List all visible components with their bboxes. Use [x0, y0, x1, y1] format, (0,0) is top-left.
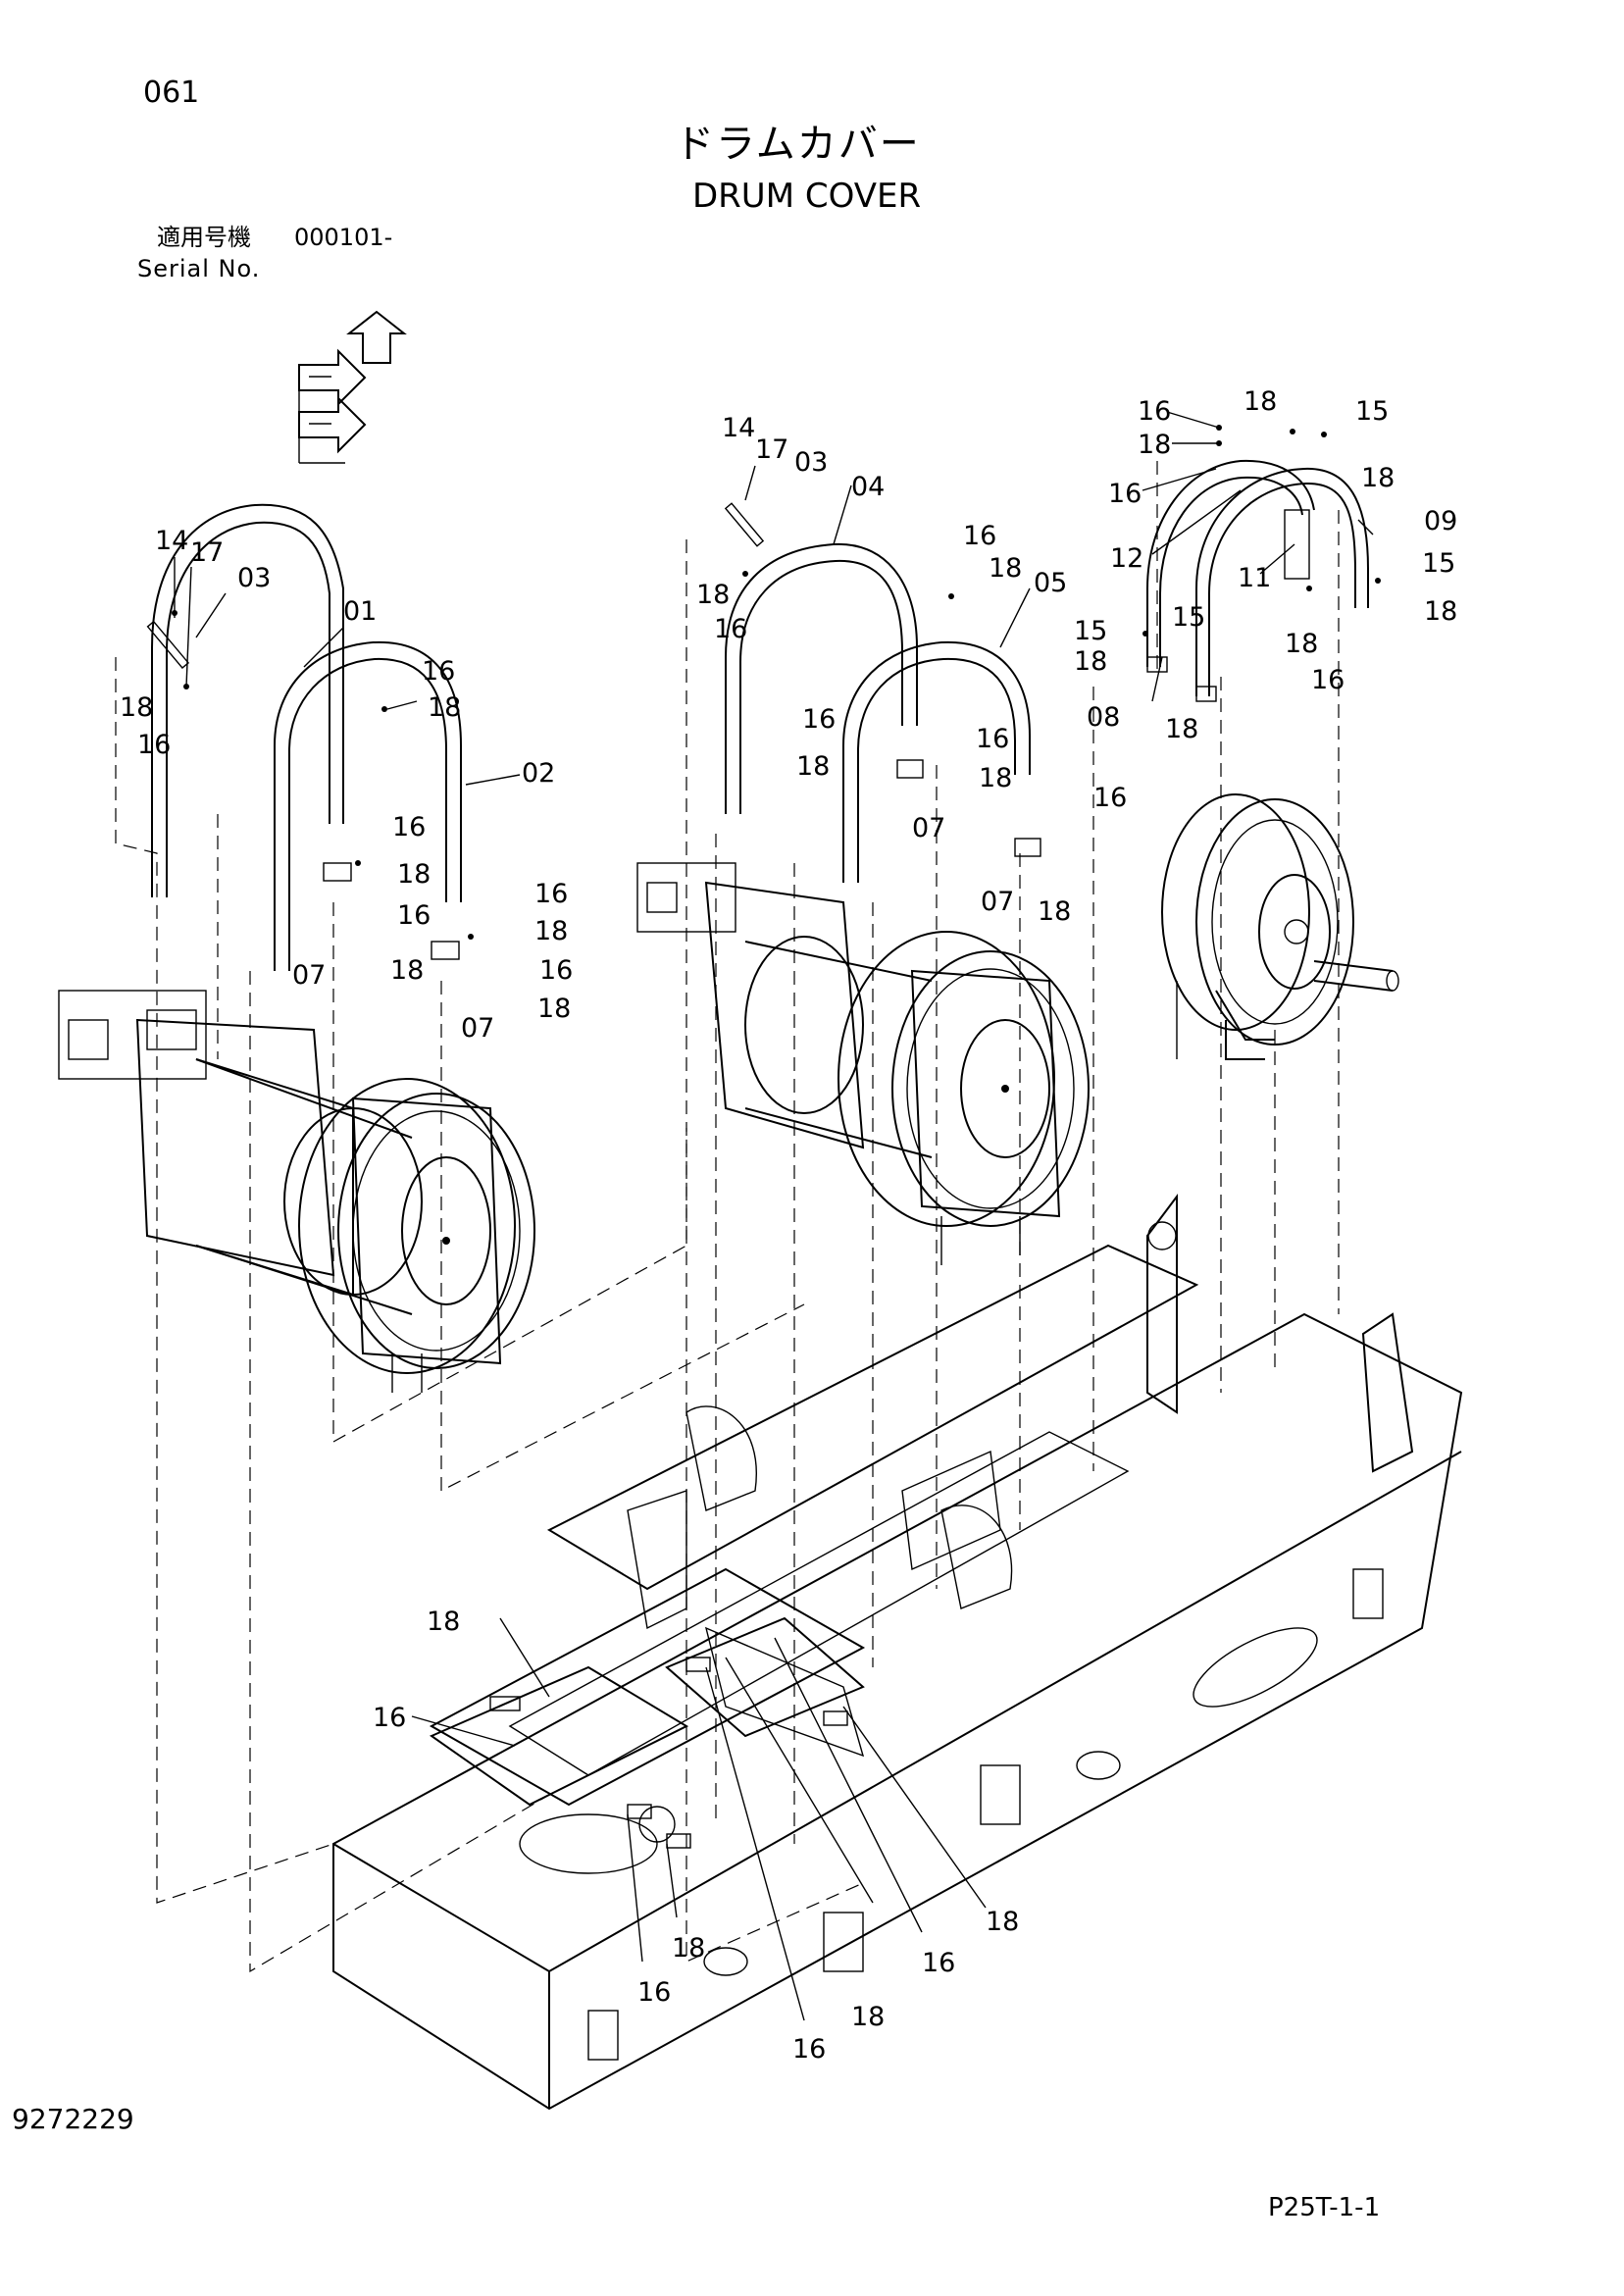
callout-16: 16	[802, 704, 836, 735]
page-title: DRUM COVER	[692, 177, 922, 216]
callout-17: 17	[755, 434, 788, 465]
callout-16: 16	[792, 2034, 826, 2065]
callout-16: 16	[1093, 783, 1127, 813]
callout-16: 16	[714, 614, 747, 644]
callout-15: 15	[1422, 548, 1455, 579]
assembly-reference-lines	[115, 461, 1340, 1973]
callout-18: 18	[427, 1607, 460, 1637]
callout-15: 15	[1172, 602, 1205, 633]
page-reference: P25T-1-1	[1268, 2193, 1381, 2222]
callout-15: 15	[1355, 396, 1389, 427]
callout-18: 18	[1424, 596, 1457, 627]
page-number: 061	[143, 76, 200, 110]
callout-14: 14	[722, 413, 755, 443]
middle-drum-covers	[724, 502, 1041, 883]
callout-07: 07	[981, 887, 1014, 917]
right-drum-assembly	[1161, 793, 1399, 1060]
callout-08: 08	[1087, 702, 1120, 733]
base-frame	[332, 1194, 1463, 2111]
callout-18: 18	[851, 2002, 885, 2032]
callout-12: 12	[1110, 543, 1143, 574]
callout-07: 07	[461, 1013, 494, 1044]
callout-07: 07	[292, 960, 326, 991]
callout-18: 18	[1038, 896, 1071, 927]
callout-16: 16	[539, 955, 573, 986]
callout-16: 16	[1311, 665, 1345, 695]
callout-16: 16	[373, 1703, 406, 1733]
callout-18: 18	[796, 751, 830, 782]
callout-16: 16	[963, 521, 996, 551]
callout-16: 16	[137, 730, 171, 760]
right-drum-covers	[1142, 425, 1381, 702]
callout-18: 18	[1285, 629, 1318, 659]
callout-18: 18	[390, 955, 424, 986]
callout-18: 18	[1074, 646, 1107, 677]
callout-18: 18	[672, 1933, 705, 1964]
callout-18: 18	[1361, 463, 1395, 493]
callout-18: 18	[120, 692, 153, 723]
callout-16: 16	[534, 879, 568, 909]
callout-16: 16	[1138, 396, 1171, 427]
callout-18: 18	[986, 1907, 1019, 1937]
middle-drum-assembly	[636, 862, 1090, 1265]
callout-16: 16	[637, 1977, 671, 2008]
callout-18: 18	[979, 763, 1012, 793]
callout-05: 05	[1034, 568, 1067, 598]
callout-03: 03	[237, 563, 271, 593]
page-title-jp: ドラムカバー	[675, 122, 921, 167]
callout-09: 09	[1424, 506, 1457, 536]
callout-leader-lines	[174, 411, 1374, 2021]
callout-01: 01	[343, 596, 377, 627]
callout-18: 18	[1138, 430, 1171, 460]
callout-18: 18	[537, 994, 571, 1024]
callout-14: 14	[155, 526, 188, 556]
left-drum-covers	[146, 503, 474, 971]
callout-18: 18	[696, 580, 730, 610]
callout-11: 11	[1238, 563, 1271, 593]
callout-16: 16	[976, 724, 1009, 754]
callout-16: 16	[422, 656, 455, 687]
callout-18: 18	[534, 916, 568, 946]
callout-18: 18	[397, 859, 431, 890]
callout-18: 18	[1243, 386, 1277, 417]
callout-17: 17	[190, 537, 224, 568]
callout-07: 07	[912, 813, 945, 843]
callout-02: 02	[522, 758, 555, 789]
serial-value: 000101-	[294, 224, 393, 251]
callout-03: 03	[794, 447, 828, 478]
callout-labels: 14 17 03 01 18 16 16 18 02 16 18 16 07 1…	[120, 386, 1457, 2065]
serial-label-jp: 適用号機	[157, 224, 251, 251]
callout-18: 18	[989, 553, 1022, 584]
callout-15: 15	[1074, 616, 1107, 646]
left-drum-assembly	[58, 990, 535, 1393]
callout-18: 18	[428, 692, 461, 723]
callout-16: 16	[922, 1948, 955, 1978]
callout-16: 16	[397, 900, 431, 931]
callout-16: 16	[1108, 479, 1142, 509]
direction-arrows-icon	[298, 310, 407, 464]
serial-label: Serial No.	[137, 255, 261, 282]
document-number: 9272229	[12, 2103, 134, 2135]
callout-18: 18	[1165, 714, 1198, 744]
callout-04: 04	[851, 472, 885, 502]
callout-16: 16	[392, 812, 426, 842]
